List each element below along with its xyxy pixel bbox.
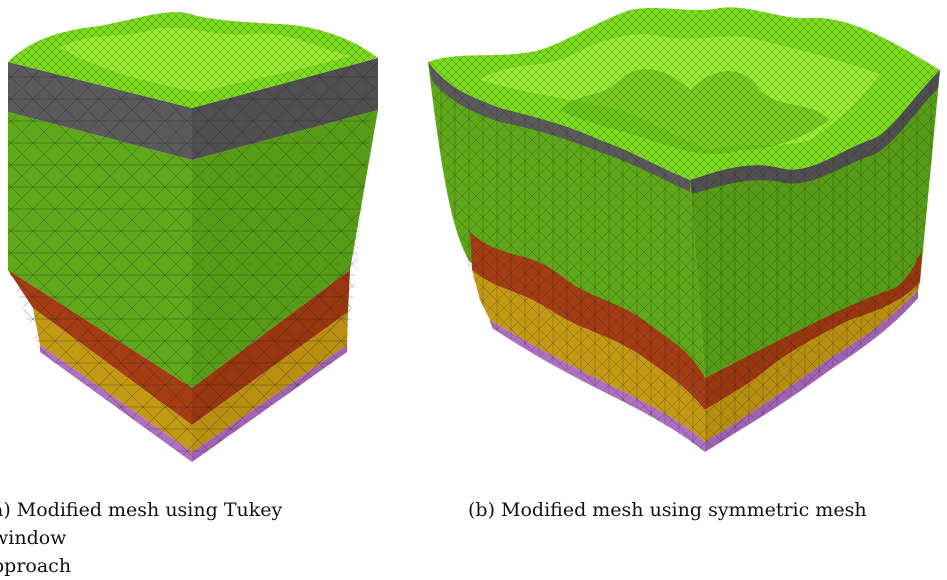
panel-a-left-face [8,62,192,462]
panel-a-mesh [8,12,378,462]
caption-panel-b: (b) Modified mesh using symmetric mesh [468,499,867,521]
panel-b-top-surface [428,7,940,180]
panel-b-right-face [690,70,940,452]
caption-panel-a-line2: pproach [0,555,72,577]
caption-panel-a-line1: a) Modified mesh using Tukey window [0,499,283,549]
caption-panel-a: a) Modified mesh using Tukey window ppro… [0,496,332,580]
panel-a-right-face [192,58,378,462]
panel-b-mesh [428,7,940,452]
panel-a-top-surface [8,12,378,108]
figure-graphic [8,7,940,462]
panel-b-left-face [428,62,705,452]
